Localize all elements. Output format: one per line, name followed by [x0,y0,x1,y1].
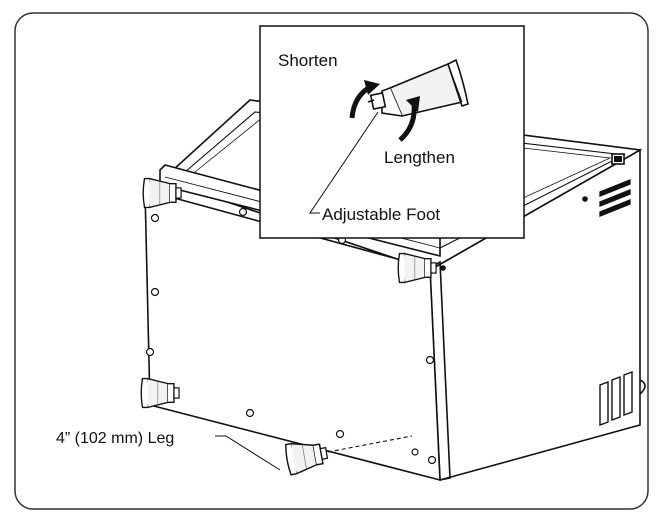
adjustable-foot-leader [309,111,379,214]
shorten-label: Shorten [278,51,338,70]
adjustable-foot-label: Adjustable Foot [322,205,440,224]
lengthen-label: Lengthen [384,148,455,167]
leg-leader-line [215,435,281,471]
foot-detail-inset: Shorten Lengthen Adjustable Foot [259,25,525,239]
leg-install-dashed-line [327,435,413,453]
leg-label: 4” (102 mm) Leg [56,430,174,447]
